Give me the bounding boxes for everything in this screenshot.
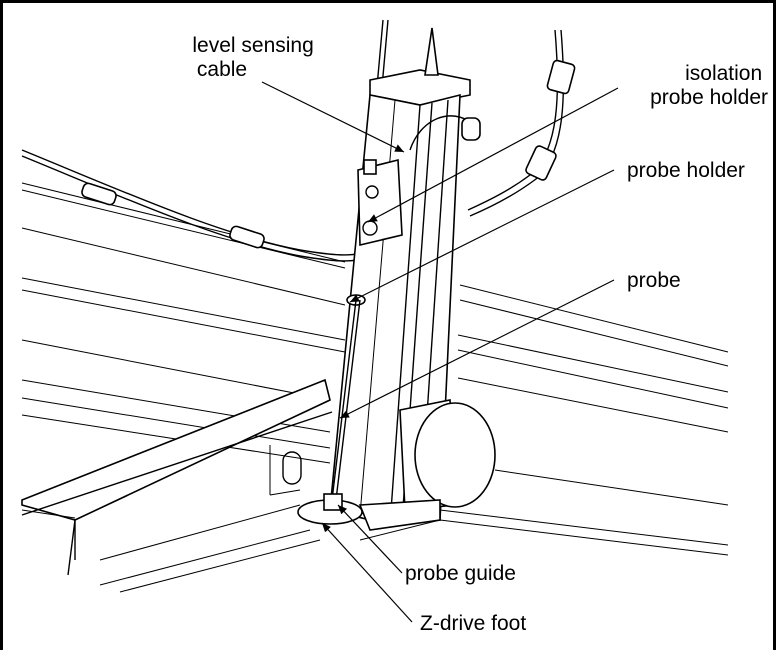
z-drive-column	[297, 19, 496, 531]
label-level-sensing-cable-line2: cable	[197, 58, 247, 81]
label-probe-guide: probe guide	[405, 562, 516, 585]
deck-rails	[21, 182, 729, 593]
cables	[21, 29, 576, 262]
label-isolation-probe-holder: isolation probe holder	[650, 62, 768, 109]
label-probe-holder: probe holder	[627, 159, 745, 182]
label-level-sensing-cable-line1: level sensing	[192, 34, 313, 57]
label-isolation-probe-holder-line2: probe holder	[650, 86, 768, 109]
leader-lines	[261, 81, 619, 623]
label-probe: probe	[627, 269, 681, 292]
label-z-drive-foot: Z-drive foot	[420, 612, 526, 635]
label-isolation-probe-holder-line1: isolation	[685, 62, 762, 85]
label-level-sensing-cable: level sensing cable	[192, 34, 319, 81]
